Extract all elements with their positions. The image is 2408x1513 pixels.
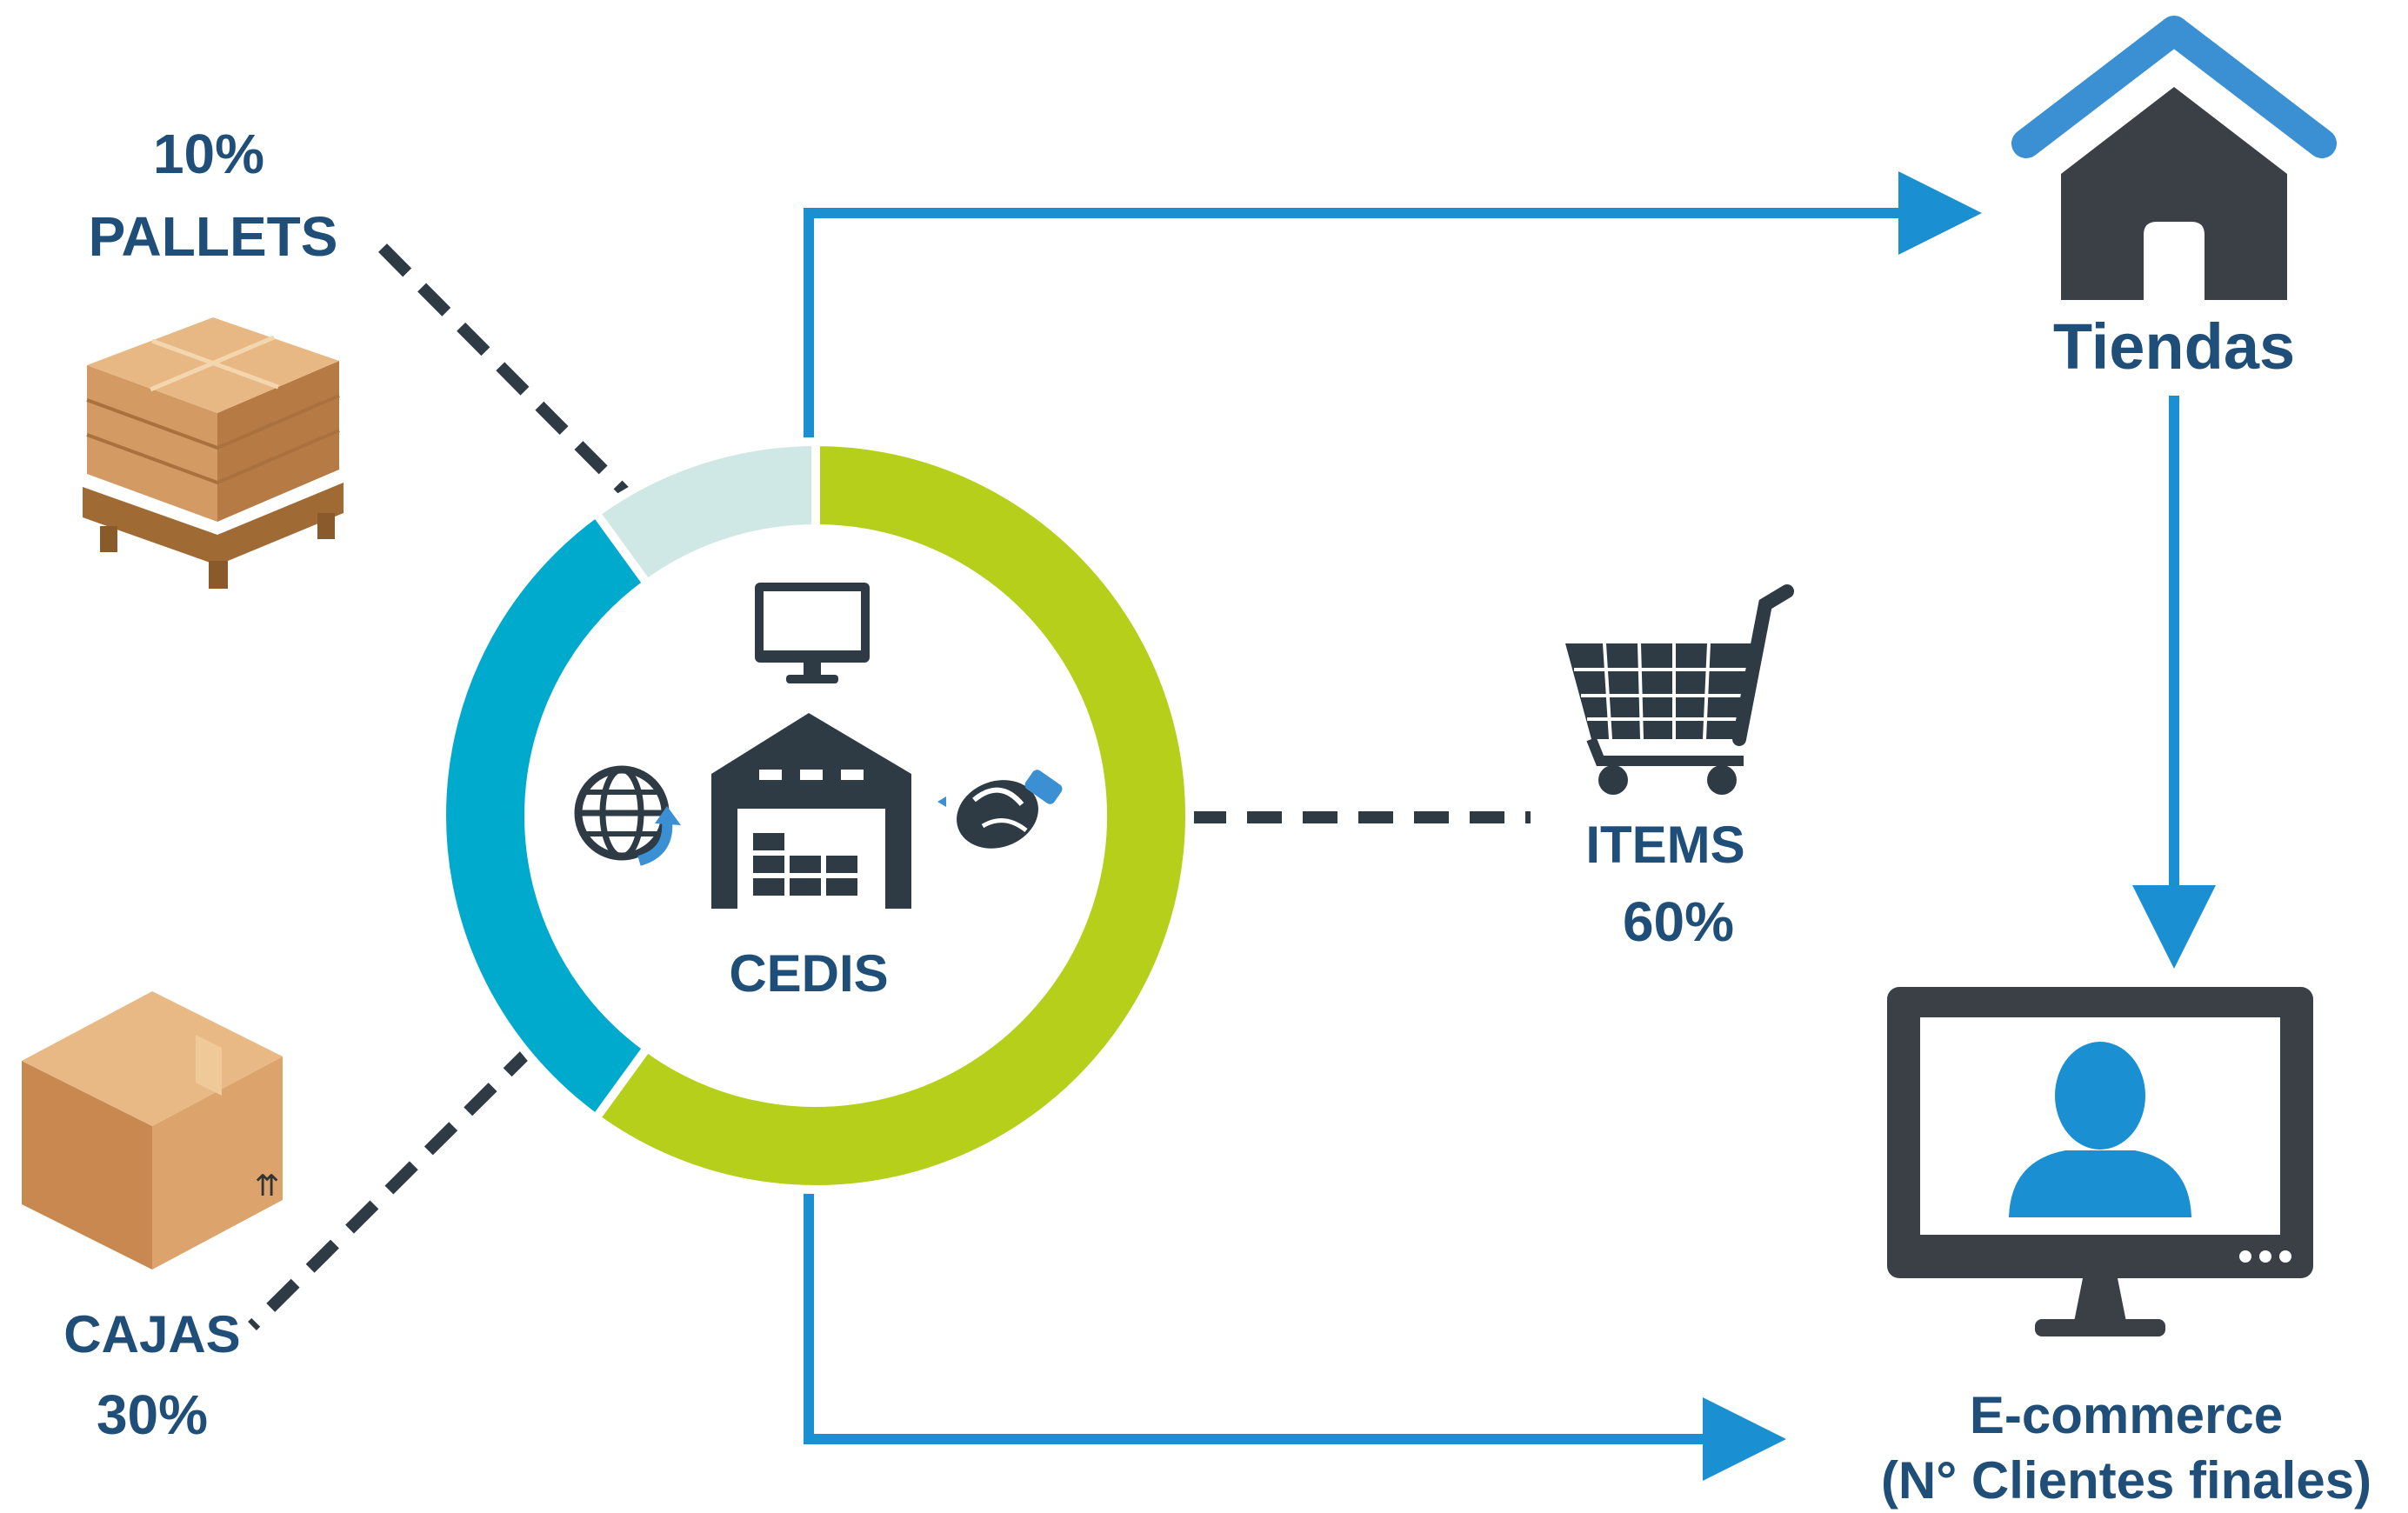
house-icon — [2011, 16, 2337, 300]
arrow-to-ecommerce — [804, 1187, 1786, 1481]
arrow-to-tiendas — [804, 171, 1982, 443]
pallets-connector — [378, 243, 629, 496]
pallets-label: PALLETS — [88, 205, 338, 268]
flow-arrows — [804, 171, 2216, 1481]
monitor-icon — [755, 583, 870, 683]
pallet-boxes-icon — [83, 317, 344, 589]
dashed-connectors — [248, 243, 1531, 1330]
ecommerce-label-line2: (N° Clientes finales) — [1880, 1451, 2372, 1510]
cajas-label: CAJAS — [63, 1305, 241, 1363]
cardboard-box-icon: ⇈ — [22, 991, 283, 1270]
donut-segment-items — [590, 437, 1194, 1194]
shopping-cart-icon — [1565, 584, 1794, 795]
globe-icon — [574, 765, 681, 866]
warehouse-icon — [711, 713, 911, 909]
donut-segment-cajas — [437, 507, 654, 1124]
ecommerce-label: E-commerce (N° Clientes finales) — [1852, 1383, 2400, 1513]
cedis-donut — [437, 437, 1194, 1194]
user-icon — [2009, 1042, 2191, 1217]
cajas-percent: 30% — [96, 1383, 209, 1446]
ecommerce-monitor-icon — [1887, 987, 2313, 1336]
tiendas-label: Tiendas — [2052, 310, 2296, 383]
pallets-percent: 10% — [152, 123, 265, 185]
handshake-icon — [937, 770, 1063, 849]
cedis-label: CEDIS — [729, 944, 889, 1003]
cajas-connector — [248, 1043, 537, 1330]
ecommerce-label-line1: E-commerce — [1969, 1386, 2284, 1444]
svg-text:⇈: ⇈ — [255, 1169, 280, 1203]
items-label: ITEMS — [1585, 816, 1745, 874]
items-percent: 60% — [1622, 890, 1735, 953]
